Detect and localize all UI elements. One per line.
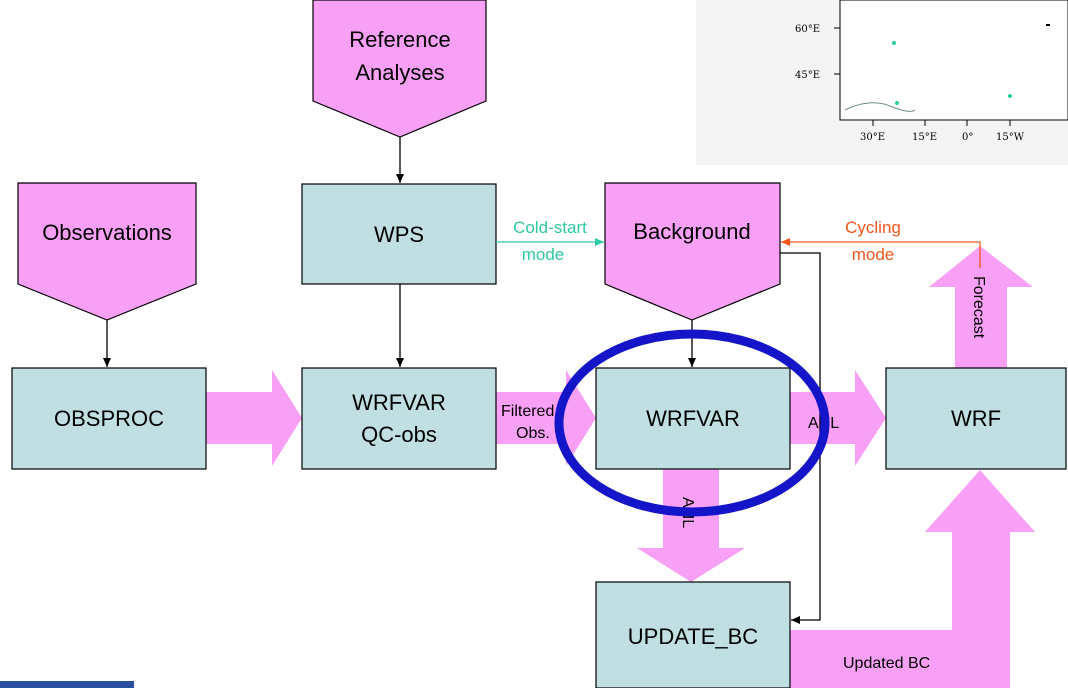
map-obs-point bbox=[1008, 94, 1012, 98]
highlight-ellipse bbox=[554, 329, 830, 517]
map-inset: 60°E 45°E 30°E 15°E 0° 15°W bbox=[696, 0, 1068, 165]
obsproc-to-qc-arrow bbox=[206, 370, 302, 466]
wps-label: WPS bbox=[374, 222, 424, 247]
wrf-label: WRF bbox=[951, 406, 1001, 431]
reference-analyses-label-line2: Analyses bbox=[355, 60, 444, 85]
wrfvar-qc-obs-node: WRFVAR QC-obs bbox=[301, 367, 497, 470]
reference-analyses-label-line1: Reference bbox=[349, 27, 451, 52]
background-label: Background bbox=[633, 219, 750, 244]
filtered-obs-label-line2: Obs. bbox=[516, 425, 550, 442]
updated-bc-label: Updated BC bbox=[843, 655, 930, 672]
map-xtick-30e: 30°E bbox=[860, 132, 885, 143]
slide-footer-bar bbox=[0, 681, 134, 688]
reference-analyses-node: Reference Analyses bbox=[312, 0, 487, 138]
cold-start-label-line2: mode bbox=[522, 245, 565, 264]
map-marker bbox=[1046, 24, 1050, 26]
observations-label: Observations bbox=[42, 220, 172, 245]
observations-node: Observations bbox=[17, 182, 197, 321]
wps-node: WPS bbox=[301, 183, 497, 285]
map-xtick-15e: 15°E bbox=[912, 132, 937, 143]
wrfvar-qc-label-line1: WRFVAR bbox=[352, 390, 446, 415]
cycling-label-line1: Cycling bbox=[845, 218, 901, 237]
updated-bc-arrow bbox=[790, 470, 1035, 688]
anl-down-arrow bbox=[637, 468, 745, 582]
cycling-label-line2: mode bbox=[852, 245, 895, 264]
map-ytick-45e: 45°E bbox=[795, 70, 820, 81]
forecast-label: Forecast bbox=[970, 276, 987, 339]
obsproc-label: OBSPROC bbox=[54, 406, 164, 431]
map-ytick-60e: 60°E bbox=[795, 24, 820, 35]
map-coastline bbox=[844, 102, 916, 112]
wrfvar-qc-label-line2: QC-obs bbox=[361, 422, 437, 447]
update-bc-label: UPDATE_BC bbox=[628, 624, 759, 649]
forecast-up-arrow bbox=[929, 246, 1033, 368]
map-xtick-0: 0° bbox=[962, 132, 973, 143]
map-obs-point bbox=[895, 101, 899, 105]
wrfvar-label: WRFVAR bbox=[646, 406, 740, 431]
cycling-arrow bbox=[781, 238, 981, 268]
filtered-obs-label-line1: Filtered bbox=[501, 403, 554, 420]
update-bc-node: UPDATE_BC bbox=[595, 581, 791, 688]
cold-start-label-line1: Cold-start bbox=[513, 218, 587, 237]
background-node: Background bbox=[604, 182, 781, 321]
map-inset-frame bbox=[839, 0, 1068, 121]
map-obs-point bbox=[892, 41, 896, 45]
wrfvar-node: WRFVAR bbox=[595, 367, 791, 470]
wrf-node: WRF bbox=[885, 367, 1067, 470]
map-xtick-15w: 15°W bbox=[996, 132, 1025, 143]
obsproc-node: OBSPROC bbox=[11, 367, 207, 470]
